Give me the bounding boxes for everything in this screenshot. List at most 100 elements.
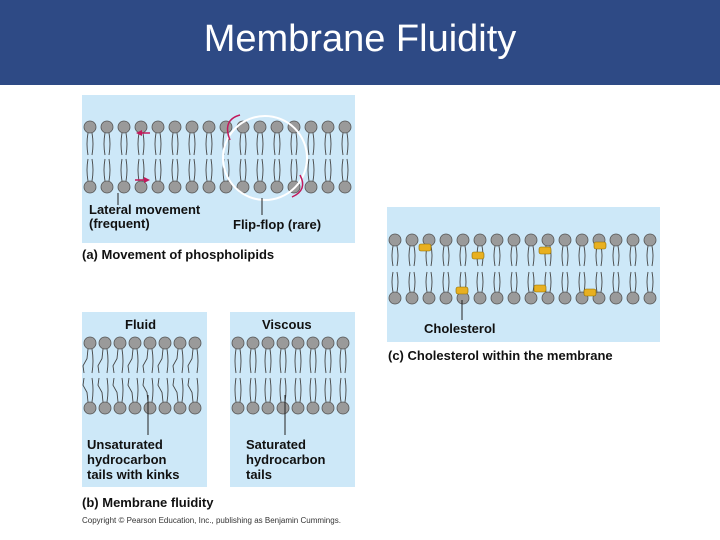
phospholipid-tail	[166, 377, 169, 403]
phospholipid-tail	[561, 271, 564, 293]
phospholipid-tail	[154, 132, 157, 156]
phospholipid-tail	[344, 348, 347, 374]
phospholipid-tail	[299, 348, 302, 374]
phospholipid-head	[151, 120, 165, 134]
phospholipid-tail	[413, 271, 416, 293]
phospholipid-tail	[196, 348, 199, 374]
phospholipid-head	[643, 233, 657, 247]
phospholipid-tail	[261, 132, 264, 156]
phospholipid-tail	[566, 271, 569, 293]
phospholipid-head	[473, 233, 487, 247]
phospholipid-tail	[91, 132, 94, 156]
phospholipid-head	[541, 233, 555, 247]
phospholipid-tail	[510, 245, 513, 267]
phospholipid-tail	[346, 158, 349, 182]
phospholipid-head	[83, 401, 97, 415]
phospholipid-head	[113, 401, 127, 415]
phospholipid-head	[246, 401, 260, 415]
phospholipid-head	[202, 120, 216, 134]
flip-flop-label: Flip-flop (rare)	[233, 217, 322, 232]
phospholipid-head	[185, 180, 199, 194]
phospholipid-tail	[344, 377, 347, 403]
phospholipid-head	[128, 401, 142, 415]
phospholipid-tail	[566, 245, 569, 267]
phospholipid-tail	[612, 245, 615, 267]
phospholipid-tail	[532, 245, 535, 267]
phospholipid-head	[276, 401, 290, 415]
phospholipid-tail	[498, 245, 501, 267]
phospholipid-tail	[413, 245, 416, 267]
phospholipid-head	[173, 336, 187, 350]
phospholipid-head	[321, 120, 335, 134]
phospholipid-tail	[193, 132, 196, 156]
phospholipid-tail	[86, 158, 89, 182]
phospholipid-tail	[278, 132, 281, 156]
phospholipid-tail	[196, 377, 199, 403]
caption-b: (b) Membrane fluidity	[82, 495, 213, 510]
phospholipid-tail	[142, 158, 145, 182]
phospholipid-tail	[154, 158, 157, 182]
phospholipid-tail	[464, 245, 467, 267]
phospholipid-head	[128, 336, 142, 350]
phospholipid-tail	[188, 158, 191, 182]
cholesterol-molecule	[471, 251, 485, 260]
cholesterol-molecule	[455, 286, 469, 295]
phospholipid-tail	[187, 348, 194, 374]
phospholipid-tail	[307, 132, 310, 156]
phospholipid-head	[185, 120, 199, 134]
phospholipid-tail	[97, 377, 104, 403]
phospholipid-tail	[294, 377, 297, 403]
phospholipid-head	[117, 120, 131, 134]
phospholipid-tail	[137, 132, 140, 156]
phospholipid-tail	[324, 377, 327, 403]
phospholipid-head	[83, 180, 97, 194]
caption-c-tag: (c)	[388, 348, 404, 363]
phospholipid-tail	[166, 348, 169, 374]
phospholipid-tail	[137, 158, 140, 182]
phospholipid-tail	[264, 348, 267, 374]
phospholipid-head	[609, 233, 623, 247]
phospholipid-tail	[309, 348, 312, 374]
phospholipid-head	[253, 120, 267, 134]
phospholipid-tail	[651, 245, 654, 267]
phospholipid-tail	[269, 377, 272, 403]
phospholipid-tail	[256, 158, 259, 182]
phospholipid-tail	[239, 348, 242, 374]
phospholipid-head	[558, 291, 572, 305]
phospholipid-head	[168, 120, 182, 134]
phospholipid-head	[405, 233, 419, 247]
phospholipid-tail	[646, 271, 649, 293]
phospholipid-tail	[595, 271, 598, 293]
phospholipid-tail	[481, 271, 484, 293]
phospholipid-head	[202, 180, 216, 194]
phospholipid-tail	[527, 271, 530, 293]
lateral-arrow-head	[144, 177, 150, 183]
phospholipid-tail	[125, 132, 128, 156]
phospholipid-tail	[244, 132, 247, 156]
phospholipid-tail	[634, 271, 637, 293]
phospholipid-tail	[629, 245, 632, 267]
phospholipid-tail	[121, 348, 124, 374]
phospholipid-tail	[295, 132, 298, 156]
phospholipid-tail	[142, 377, 149, 403]
phospholipid-tail	[151, 377, 154, 403]
phospholipid-head	[117, 180, 131, 194]
phospholipid-tail	[103, 158, 106, 182]
phospholipid-head	[490, 291, 504, 305]
phospholipid-head	[261, 336, 275, 350]
phospholipid-tail	[264, 377, 267, 403]
lateral-arrow-head	[136, 130, 142, 136]
phospholipid-tail	[430, 271, 433, 293]
phospholipid-tail	[278, 158, 281, 182]
cholesterol-label: Cholesterol	[424, 321, 496, 336]
phospholipid-head	[336, 336, 350, 350]
phospholipid-tail	[91, 348, 94, 374]
phospholipid-tail	[646, 245, 649, 267]
phospholipid-tail	[136, 348, 139, 374]
phospholipid-tail	[234, 377, 237, 403]
phospholipid-tail	[391, 271, 394, 293]
phospholipid-tail	[193, 158, 196, 182]
phospholipid-tail	[329, 377, 332, 403]
phospholipid-tail	[239, 377, 242, 403]
phospholipid-tail	[108, 132, 111, 156]
